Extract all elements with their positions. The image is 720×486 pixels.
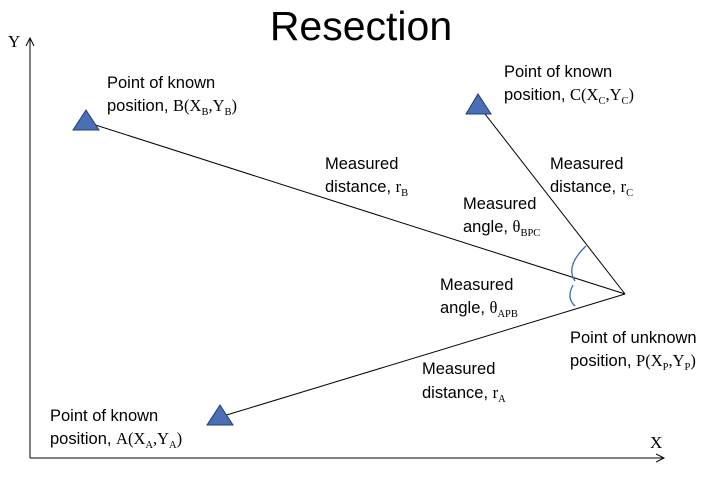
point-p-line1: Point of unknown: [570, 329, 697, 347]
point-c-line2: position, C(XC,YC): [504, 85, 634, 107]
distance-rc-line1: Measured: [550, 155, 623, 173]
distance-rb-line1: Measured: [325, 155, 398, 173]
angle-bpc-label: Measured angle, θBPC: [463, 195, 540, 239]
point-b-line1: Point of known: [107, 74, 215, 92]
line-pa: [219, 293, 626, 418]
angle-apb-label: Measured angle, θAPB: [440, 276, 518, 320]
distance-ra-line1: Measured: [422, 360, 495, 378]
point-p-line2: position, P(XP,YP): [570, 351, 696, 373]
angle-apb-line2: angle, θAPB: [440, 298, 518, 320]
angle-bpc-line1: Measured: [463, 195, 536, 213]
point-a-label: Point of known position, A(XA,YA): [50, 407, 182, 451]
point-b-line2: position, B(XB,YB): [107, 96, 237, 118]
point-a-line1: Point of known: [50, 407, 158, 425]
station-a-marker: [206, 404, 234, 426]
point-b-label: Point of known position, B(XB,YB): [107, 74, 237, 118]
station-b-marker: [72, 109, 100, 131]
station-c-marker: [465, 93, 492, 115]
point-c-label: Point of known position, C(XC,YC): [504, 63, 634, 107]
angle-apb-arc: [569, 284, 576, 307]
point-p-label: Point of unknown position, P(XP,YP): [570, 329, 697, 373]
distance-rb-line2: distance, rB: [325, 177, 408, 199]
diagram-title: Resection: [270, 3, 452, 49]
line-pb: [85, 121, 626, 295]
distance-ra-line2: distance, rA: [422, 383, 506, 405]
distance-rc-label: Measured distance, rC: [550, 155, 633, 199]
point-c-line1: Point of known: [504, 63, 612, 81]
distance-ra-label: Measured distance, rA: [422, 360, 506, 405]
angle-bpc-arc: [571, 245, 587, 282]
distance-rb-label: Measured distance, rB: [325, 155, 408, 199]
y-axis-label: Y: [8, 32, 20, 51]
distance-rc-line2: distance, rC: [550, 177, 633, 199]
angle-bpc-line2: angle, θBPC: [463, 217, 540, 239]
x-axis-label: X: [650, 433, 662, 452]
point-a-line2: position, A(XA,YA): [50, 429, 182, 451]
line-pc: [477, 104, 626, 295]
angle-apb-line1: Measured: [440, 276, 513, 294]
